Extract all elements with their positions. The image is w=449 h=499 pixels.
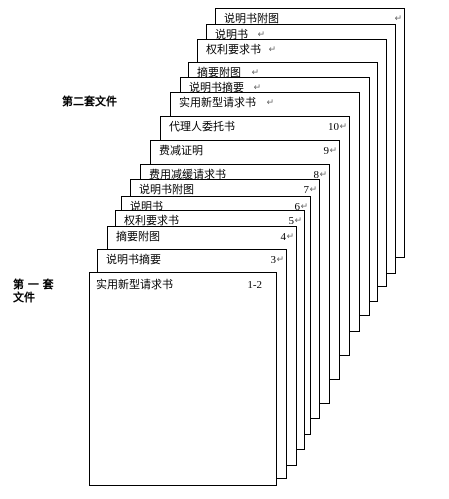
page-number: 10 [328, 121, 339, 133]
paragraph-mark: ↵ [276, 255, 284, 265]
paragraph-mark: ↵ [251, 68, 259, 78]
paragraph-mark: ↵ [294, 216, 302, 226]
paragraph-mark: ↵ [257, 30, 265, 40]
paragraph-mark: ↵ [300, 202, 308, 212]
page-title: 说明书 [215, 28, 248, 41]
page-title: 摘要附图 [197, 66, 241, 79]
paragraph-mark: ↵ [309, 185, 317, 195]
page-number: 1-2 [247, 279, 262, 291]
page-title: 实用新型请求书 [179, 96, 256, 109]
page-title: 权利要求书 [206, 43, 261, 56]
page-title: 费减证明 [159, 144, 203, 157]
page-title: 实用新型请求书 [96, 278, 173, 291]
page-title: 代理人委托书 [169, 120, 235, 133]
page-number: 6 [294, 201, 301, 213]
page-title: 说明书摘要 [189, 81, 244, 94]
page-title: 费用减缓请求书 [149, 168, 226, 181]
paragraph-mark: ↵ [394, 14, 402, 24]
page-title: 说明书摘要 [106, 253, 161, 266]
second-set-label: 第二套文件 [62, 95, 117, 108]
paragraph-mark: ↵ [253, 83, 261, 93]
paragraph-mark: ↵ [266, 98, 274, 108]
paragraph-mark: ↵ [286, 232, 294, 242]
paragraph-mark: ↵ [319, 170, 327, 180]
page-title: 摘要附图 [116, 230, 160, 243]
first-set-page-request: 实用新型请求书 1-2 [89, 272, 277, 486]
page-number: 7 [303, 184, 310, 196]
page-number: 8 [313, 169, 320, 181]
page-title: 说明书附图 [139, 183, 194, 196]
paragraph-mark: ↵ [339, 122, 347, 132]
page-title: 说明书 [130, 200, 163, 213]
first-set-label-line2: 文件 [13, 291, 35, 304]
page-number: 5 [288, 215, 295, 227]
paragraph-mark: ↵ [268, 45, 276, 55]
first-set-label: 第 一 套 文件 [13, 278, 59, 304]
page-number: 9 [323, 145, 330, 157]
page-number: 3 [270, 254, 277, 266]
page-title: 说明书附图 [224, 12, 279, 25]
page-number: 4 [280, 231, 287, 243]
first-set-label-line1: 第 一 套 [13, 278, 54, 291]
page-title: 权利要求书 [124, 214, 179, 227]
paragraph-mark: ↵ [329, 146, 337, 156]
